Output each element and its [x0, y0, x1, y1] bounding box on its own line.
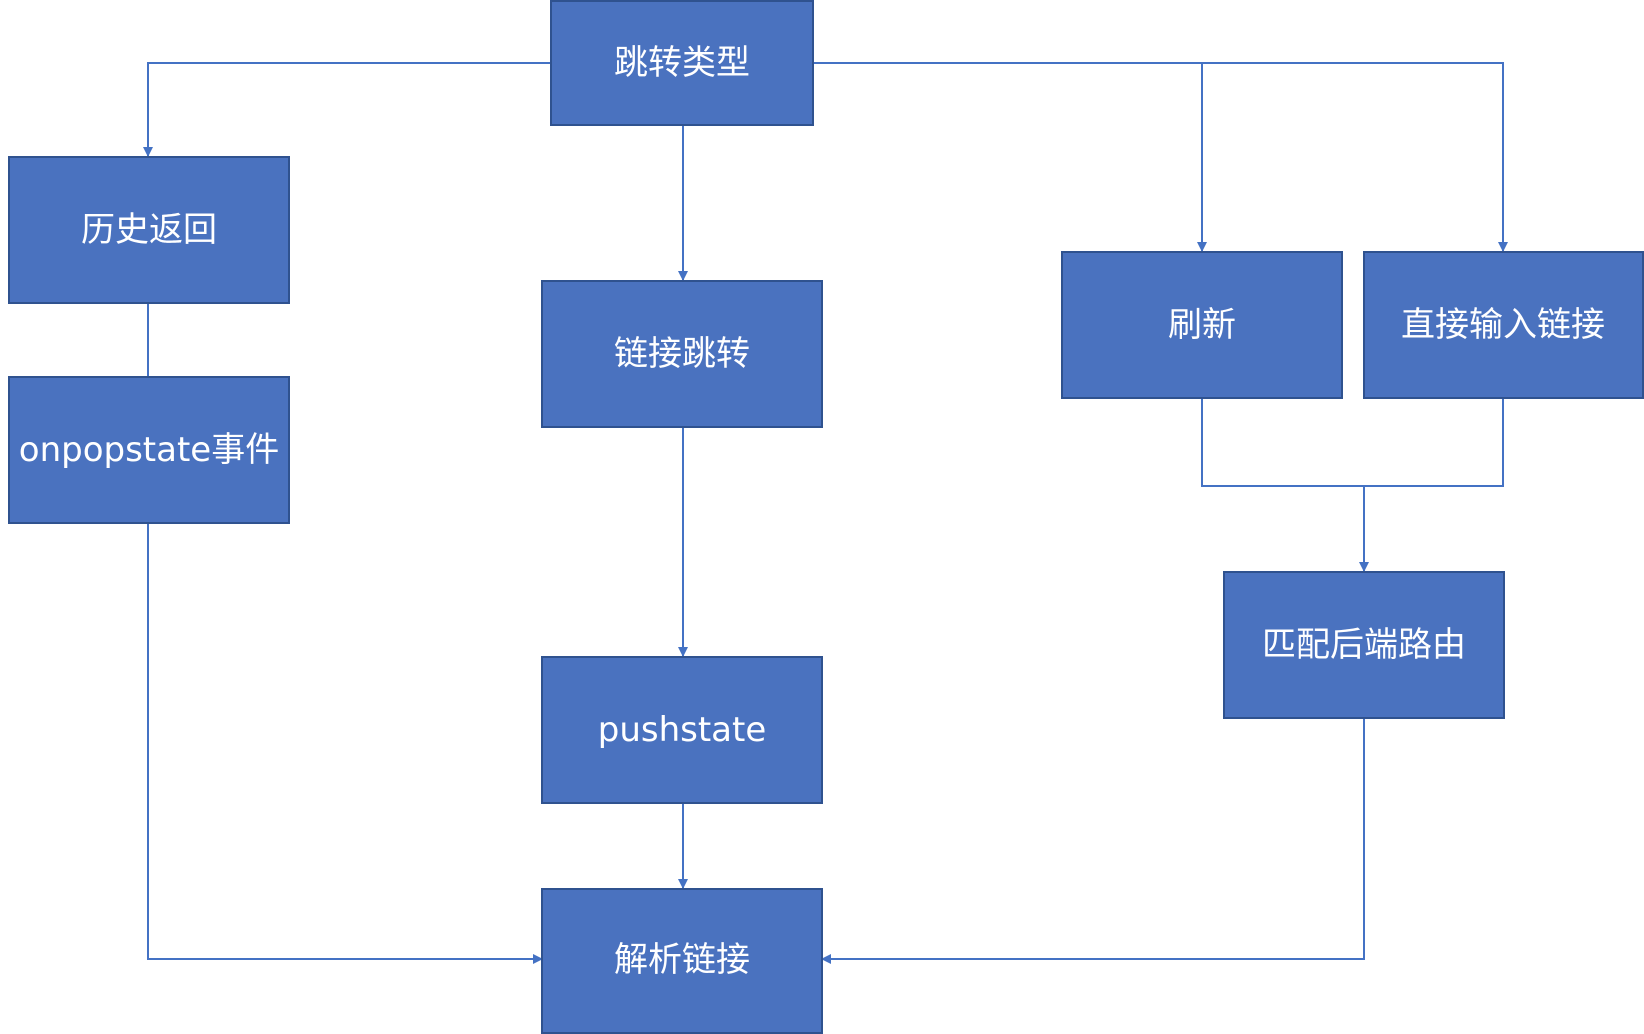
node-pushstate-box [541, 656, 823, 804]
node-link-jump: 链接跳转 [541, 280, 823, 428]
node-jump-type: 跳转类型 [550, 0, 814, 126]
node-jump-type-box [550, 0, 814, 126]
node-onpopstate-event-box [8, 376, 290, 524]
node-onpopstate-event-label: onpopstate事件 [19, 430, 279, 470]
node-refresh-label: 刷新 [1168, 305, 1236, 345]
node-match-backend-label: 匹配后端路由 [1262, 625, 1466, 665]
node-link-jump-box [541, 280, 823, 428]
edge-jump-type-to-refresh [813, 62, 1207, 252]
edge-refresh-merge [1201, 399, 1504, 487]
edge-jump-type-to-history-back [143, 62, 551, 157]
node-refresh: 刷新 [1061, 251, 1343, 399]
node-history-back-label: 历史返回 [81, 210, 217, 250]
node-match-backend-box [1223, 571, 1505, 719]
node-direct-input-label: 直接输入链接 [1401, 305, 1605, 345]
connectors [143, 62, 1508, 964]
node-pushstate: pushstate [541, 656, 823, 804]
node-parse-link-box [541, 888, 823, 1034]
edge-jump-type-to-direct-input [1202, 62, 1508, 252]
edge-onpopstate-to-parse-link [147, 523, 543, 964]
node-refresh-box [1061, 251, 1343, 399]
node-link-jump-label: 链接跳转 [614, 334, 750, 374]
node-direct-input-box [1363, 251, 1644, 399]
node-history-back: 历史返回 [8, 156, 290, 304]
node-parse-link-label: 解析链接 [614, 940, 750, 980]
node-match-backend: 匹配后端路由 [1223, 571, 1505, 719]
node-onpopstate-event: onpopstate事件 [8, 376, 290, 524]
node-jump-type-label: 跳转类型 [614, 43, 750, 83]
node-direct-input: 直接输入链接 [1363, 251, 1644, 399]
node-parse-link: 解析链接 [541, 888, 823, 1034]
edge-match-backend-to-parse-link [821, 719, 1365, 964]
node-history-back-box [8, 156, 290, 304]
node-pushstate-label: pushstate [598, 710, 767, 750]
